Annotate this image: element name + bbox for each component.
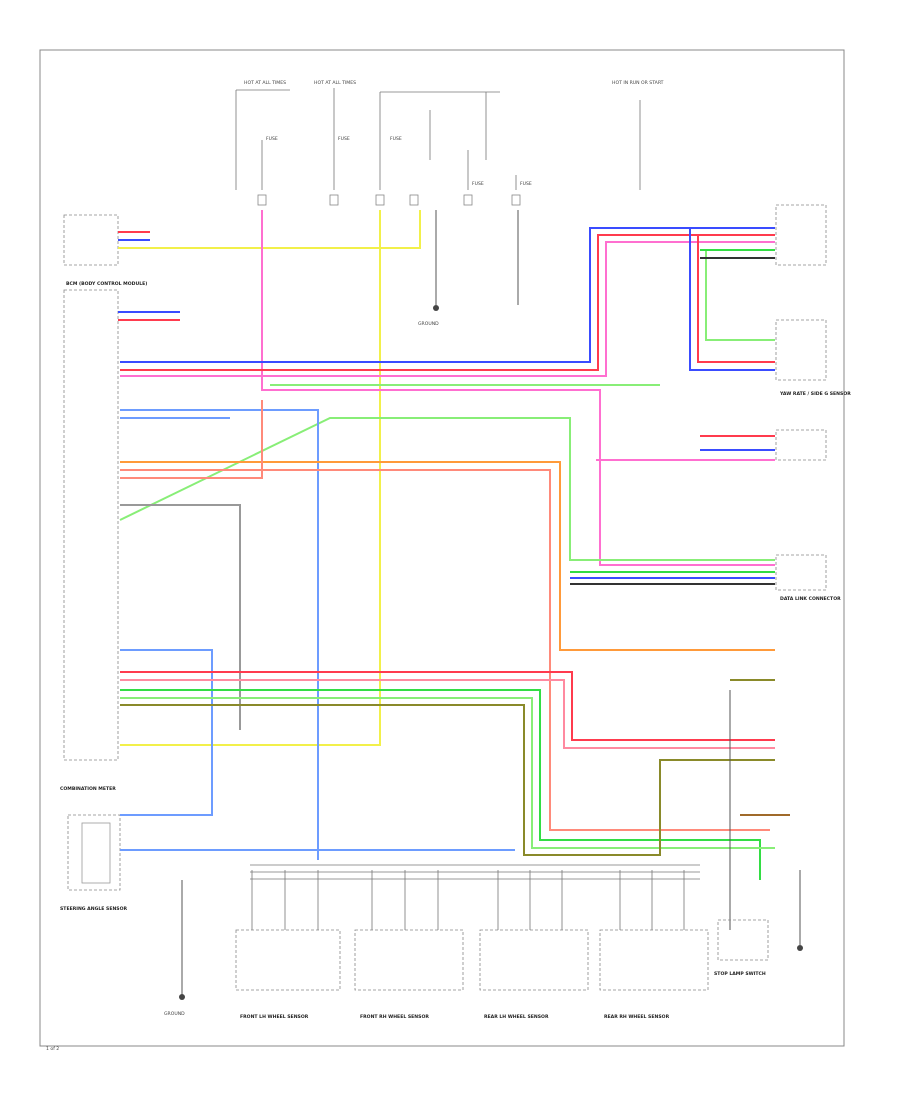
lower-module-title: COMBINATION METER (60, 786, 116, 792)
module-pins (118, 231, 180, 321)
diagram-border (39, 49, 845, 1047)
wire-olive-low (120, 704, 775, 856)
sensor-icon (235, 929, 341, 991)
wire-blue-low (120, 649, 213, 816)
wire-green-low2 (120, 697, 775, 849)
wire-red-top (120, 234, 775, 371)
wheel-sensors: FRONT LH WHEEL SENSOR FRONT RH WHEEL SEN… (235, 864, 709, 1020)
wire-pink-top (120, 241, 775, 377)
sensor-icon (599, 929, 709, 991)
wire-yellow (120, 210, 421, 249)
wire-harness (119, 210, 790, 880)
yaw-sensor-label: YAW RATE / SIDE G SENSOR (779, 391, 851, 397)
main-module: BCM (BODY CONTROL MODULE) (63, 214, 180, 761)
sensor-icon (479, 929, 589, 991)
wire-red-low (120, 671, 775, 741)
wire-green-loop (705, 250, 775, 341)
sensor-icon (354, 929, 464, 991)
power-feed-group: HOT AT ALL TIMES HOT AT ALL TIMES HOT IN… (235, 80, 664, 190)
ground-drops (181, 210, 801, 995)
label-fuse-3: FUSE (390, 136, 402, 142)
page-id: 1 of 2 (46, 1046, 59, 1052)
lower-sensor: COMBINATION METER STEERING ANGLE SENSOR (60, 786, 128, 912)
label-fuse-2: FUSE (338, 136, 350, 142)
wire-pink-low (120, 679, 775, 749)
label-hot-run: HOT IN RUN OR START (612, 80, 664, 86)
wire-orange (120, 461, 775, 651)
main-module-title: BCM (BODY CONTROL MODULE) (66, 281, 147, 287)
label-fuse-4: FUSE (472, 181, 484, 187)
fuse-icon (257, 194, 521, 206)
wire-lightblue-loop (689, 228, 775, 371)
steering-sensor-label: STEERING ANGLE SENSOR (60, 906, 128, 912)
wire-red-loop (697, 235, 775, 363)
label-hot-1: HOT AT ALL TIMES (244, 80, 286, 86)
wire-green-low (120, 689, 761, 880)
wire-gray (120, 504, 241, 730)
wire-yellow-2 (120, 210, 381, 746)
switch-icon (717, 919, 769, 961)
stop-lamp-label: STOP LAMP SWITCH (714, 971, 766, 977)
ground-icon (179, 305, 803, 1000)
ws-rl-label: REAR LH WHEEL SENSOR (484, 1014, 549, 1020)
label-hot-2: HOT AT ALL TIMES (314, 80, 356, 86)
wire-salmon-2 (120, 400, 263, 479)
ground-label-2: GROUND (164, 1011, 185, 1017)
wire-blue-top (120, 227, 775, 363)
wire-pink (261, 210, 775, 566)
data-link-label: DATA LINK CONNECTOR (780, 596, 841, 602)
connector-icon (775, 204, 827, 591)
ws-fl-label: FRONT LH WHEEL SENSOR (240, 1014, 309, 1020)
label-fuse-1: FUSE (266, 136, 278, 142)
ground-label-1: GROUND (418, 321, 439, 327)
ws-rr-label: REAR RH WHEEL SENSOR (604, 1014, 670, 1020)
wire-blue-main (120, 409, 319, 860)
label-fuse-5: FUSE (520, 181, 532, 187)
wire-green-2 (119, 417, 775, 561)
ws-fr-label: FRONT RH WHEEL SENSOR (360, 1014, 429, 1020)
